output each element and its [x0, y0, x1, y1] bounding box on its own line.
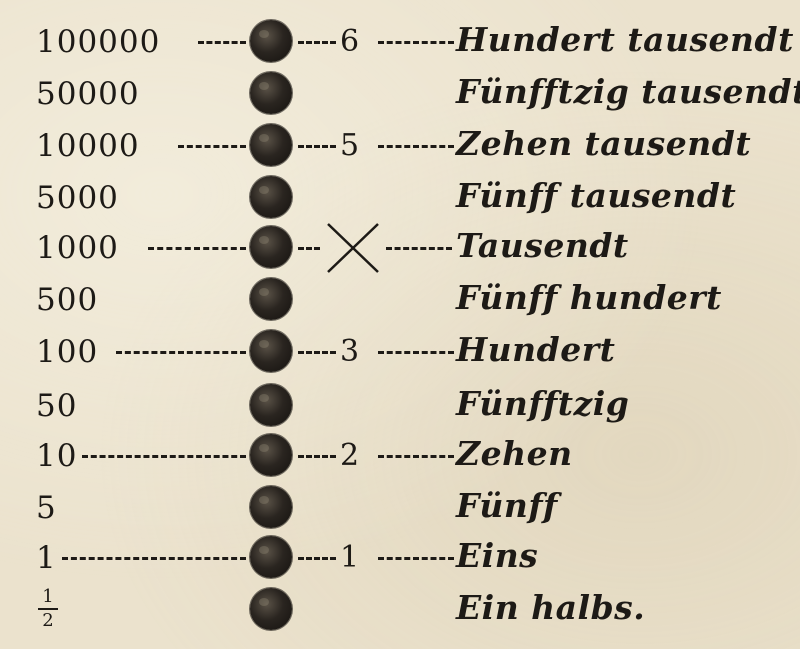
leader-line	[298, 145, 336, 148]
row-label: Hundert	[456, 330, 616, 369]
leader-line	[378, 455, 454, 458]
row-value: 5	[36, 490, 57, 526]
table-row: 1 2 Ein halbs.	[0, 584, 800, 636]
fraction-numerator: 1	[42, 586, 54, 607]
row-label: Tausendt	[456, 226, 629, 265]
cross-mark-icon	[327, 223, 379, 273]
row-label: Fünff tausendt	[456, 176, 737, 215]
line-number: 5	[340, 128, 360, 163]
counter-bead-icon	[250, 536, 292, 578]
counter-bead-icon	[250, 226, 292, 268]
counter-bead-icon	[250, 124, 292, 166]
counter-bead-icon	[250, 384, 292, 426]
row-value: 100	[36, 334, 99, 370]
leader-line	[298, 557, 336, 560]
row-value: 500	[36, 282, 99, 318]
line-number: 6	[340, 24, 360, 59]
leader-line	[378, 557, 454, 560]
counter-bead-icon	[250, 20, 292, 62]
row-label: Ein halbs.	[456, 588, 646, 627]
leader-line	[198, 41, 246, 44]
row-value: 100000	[36, 24, 161, 60]
row-value: 5000	[36, 180, 119, 216]
counter-bead-icon	[250, 588, 292, 630]
row-label: Fünff	[456, 486, 558, 525]
row-label: Zehen	[456, 434, 573, 473]
row-label: Fünfftzig	[456, 384, 630, 423]
table-row: 500 Fünff hundert	[0, 274, 800, 326]
counter-bead-icon	[250, 486, 292, 528]
table-row: 1000 Tausendt	[0, 222, 800, 274]
row-label: Zehen tausendt	[456, 124, 752, 163]
leader-line	[298, 455, 336, 458]
leader-line	[298, 41, 336, 44]
row-value: 50	[36, 388, 78, 424]
row-value: 1	[36, 540, 57, 576]
leader-line	[378, 351, 454, 354]
row-value: 1000	[36, 230, 119, 266]
table-row: 50000 Fünfftzig tausendt	[0, 68, 800, 120]
fraction-value: 1 2	[38, 588, 58, 630]
leader-line	[62, 557, 246, 560]
row-value: 10000	[36, 128, 140, 164]
leader-line	[298, 351, 336, 354]
line-number: 1	[340, 540, 360, 575]
row-label: Fünff hundert	[456, 278, 722, 317]
line-number: 2	[340, 438, 360, 473]
table-row: 10000 5 Zehen tausendt	[0, 120, 800, 172]
table-row: 100 3 Hundert	[0, 326, 800, 378]
leader-line	[378, 41, 454, 44]
table-row: 1 1 Eins	[0, 532, 800, 584]
table-row: 50 Fünfftzig	[0, 380, 800, 432]
row-label: Eins	[456, 536, 539, 575]
counter-bead-icon	[250, 72, 292, 114]
row-value: 10	[36, 438, 78, 474]
line-number: 3	[340, 334, 360, 369]
table-row: 10 2 Zehen	[0, 430, 800, 482]
row-value: 50000	[36, 76, 140, 112]
leader-line	[386, 247, 452, 250]
table-row: 100000 6 Hundert tausendt	[0, 16, 800, 68]
row-label: Hundert tausendt	[456, 20, 794, 59]
table-row: 5000 Fünff tausendt	[0, 172, 800, 224]
leader-line	[82, 455, 246, 458]
counter-bead-icon	[250, 278, 292, 320]
leader-line	[298, 247, 320, 250]
row-label: Fünfftzig tausendt	[456, 72, 800, 111]
counter-bead-icon	[250, 330, 292, 372]
counter-bead-icon	[250, 176, 292, 218]
counter-bead-icon	[250, 434, 292, 476]
fraction-denominator: 2	[42, 610, 54, 631]
leader-line	[178, 145, 246, 148]
leader-line	[116, 351, 246, 354]
leader-line	[148, 247, 246, 250]
table-row: 5 Fünff	[0, 482, 800, 534]
leader-line	[378, 145, 454, 148]
